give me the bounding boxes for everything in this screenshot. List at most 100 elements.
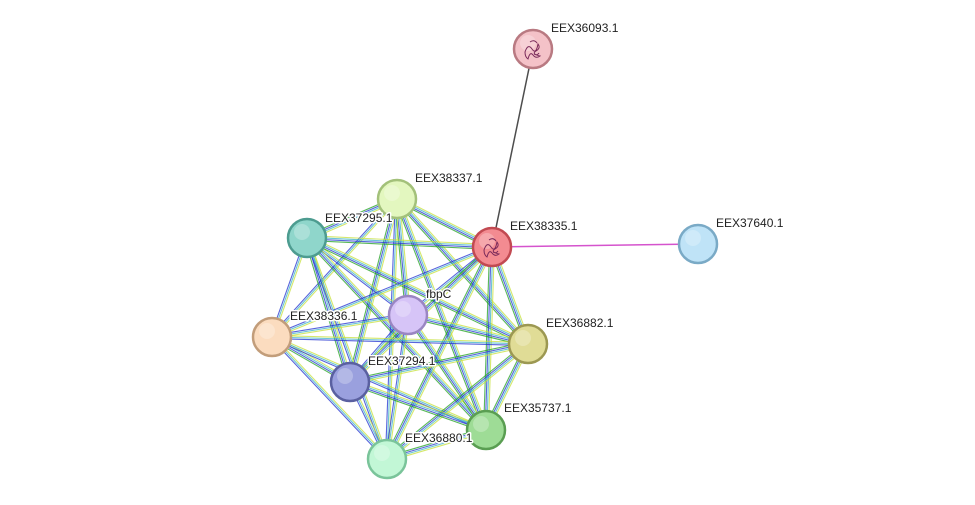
edge-line-textmining — [398, 197, 489, 430]
edge-line-cooccurrence — [386, 342, 528, 459]
edge-line-neighborhood — [347, 198, 396, 382]
edge-line-database — [350, 380, 487, 430]
node-circle[interactable] — [251, 316, 293, 358]
node-highlight — [515, 330, 531, 346]
node-circle[interactable] — [677, 223, 719, 265]
edge-EEX36093.1-EEX38335.1[interactable] — [491, 48, 534, 248]
node-label: EEX38335.1 — [510, 219, 578, 233]
edge-line-database — [306, 237, 409, 316]
edge-line-database — [387, 344, 529, 461]
edge-line-textmining — [272, 316, 409, 340]
node-highlight — [479, 233, 495, 249]
edge-EEX38335.1-EEX37640.1[interactable] — [491, 243, 699, 248]
edge-line-neighborhood — [394, 199, 485, 432]
node-label: EEX37640.1 — [716, 216, 784, 230]
edge-EEX38336.1-EEX36880.1[interactable] — [270, 335, 389, 461]
edge-line-textmining — [388, 247, 495, 461]
edge-line-database — [271, 336, 388, 460]
edge-EEX37295.1-EEX36880.1[interactable] — [304, 237, 390, 460]
node-label: EEX37295.1 — [325, 211, 393, 225]
edge-line-database — [408, 313, 529, 344]
node-fbpC[interactable]: fbpC — [387, 286, 453, 336]
edge-EEX37295.1-EEX38335.1[interactable] — [306, 235, 493, 250]
edge-line-cooccurrence — [306, 238, 492, 249]
node-EEX38335.1[interactable]: EEX38335.1 — [471, 218, 579, 268]
edge-EEX36882.1-EEX36880.1[interactable] — [385, 341, 530, 462]
edge-line-textmining — [408, 312, 529, 343]
edge-line-cooccurrence — [349, 382, 486, 432]
node-circle[interactable] — [471, 226, 513, 268]
edge-EEX38335.1-EEX35737.1[interactable] — [483, 246, 495, 431]
edges-layer — [269, 48, 699, 462]
edge-line-database — [271, 336, 529, 345]
edge-EEX36882.1-EEX37294.1[interactable] — [349, 341, 529, 385]
edge-line-textmining — [307, 235, 493, 246]
node-highlight — [294, 224, 310, 240]
node-EEX36880.1[interactable]: EEX36880.1 — [366, 430, 474, 480]
node-EEX35737.1[interactable]: EEX35737.1 — [465, 400, 573, 451]
node-circle[interactable] — [507, 323, 549, 365]
edge-line-database — [350, 344, 529, 384]
edge-line-textmining — [350, 379, 487, 429]
edge-line-textmining — [388, 345, 530, 462]
edge-EEX37294.1-EEX35737.1[interactable] — [349, 379, 487, 433]
edge-line-neighborhood — [405, 316, 485, 432]
node-label: EEX38337.1 — [415, 171, 483, 185]
node-circle[interactable] — [387, 294, 429, 336]
edge-line-cooccurrence — [271, 312, 408, 336]
edge-line-neighborhood — [349, 383, 486, 433]
edge-line-textmining — [272, 335, 389, 459]
edge-line-textmining — [272, 334, 529, 343]
edge-EEX38335.1-EEX38336.1[interactable] — [271, 245, 493, 339]
node-highlight — [337, 368, 353, 384]
edge-line-textmining — [350, 345, 529, 385]
edge-line-database — [486, 247, 494, 431]
edge-line-database — [307, 237, 352, 382]
node-EEX38336.1[interactable]: EEX38336.1 — [251, 308, 359, 358]
node-circle[interactable] — [512, 28, 554, 70]
node-circle[interactable] — [286, 217, 328, 259]
node-highlight — [395, 301, 411, 317]
edge-line-database — [387, 247, 494, 460]
node-circle[interactable] — [366, 438, 408, 480]
node-label: EEX36882.1 — [546, 316, 614, 330]
edge-line-coexpression — [491, 48, 534, 248]
edge-fbpC-EEX38336.1[interactable] — [271, 312, 409, 340]
edge-line-neighborhood — [349, 341, 528, 381]
edge-line-cooccurrence — [406, 315, 486, 431]
edge-line-cooccurrence — [305, 238, 350, 383]
node-highlight — [384, 185, 400, 201]
node-EEX36882.1[interactable]: EEX36882.1 — [507, 315, 615, 365]
node-EEX37294.1[interactable]: EEX37294.1 — [329, 353, 437, 403]
node-circle[interactable] — [329, 361, 371, 403]
node-circle[interactable] — [376, 178, 418, 220]
node-EEX38337.1[interactable]: EEX38337.1 — [376, 170, 484, 220]
edge-line-cooccurrence — [385, 246, 492, 459]
edge-line-database — [386, 198, 398, 460]
edge-line-neighborhood — [385, 341, 527, 458]
node-label: EEX35737.1 — [504, 401, 572, 415]
edge-line-cooccurrence — [484, 246, 492, 430]
edge-EEX38335.1-EEX36880.1[interactable] — [384, 245, 495, 461]
node-EEX36093.1[interactable]: EEX36093.1 — [512, 20, 620, 70]
edge-EEX38336.1-EEX36882.1[interactable] — [271, 334, 529, 347]
edge-line-cooccurrence — [270, 337, 387, 461]
node-highlight — [259, 323, 275, 339]
edge-line-textmining — [307, 237, 390, 459]
edge-line-cooccurrence — [407, 315, 528, 346]
node-highlight — [685, 230, 701, 246]
edge-fbpC-EEX35737.1[interactable] — [405, 313, 489, 432]
edge-line-textmining — [272, 199, 399, 339]
node-circle[interactable] — [465, 409, 507, 451]
node-highlight — [520, 35, 536, 51]
node-EEX37640.1[interactable]: EEX37640.1 — [677, 215, 785, 265]
edge-line-textmining — [272, 335, 487, 430]
edge-line-neighborhood — [306, 239, 492, 250]
node-highlight — [374, 445, 390, 461]
edge-line-database — [306, 237, 388, 460]
edge-line-neighborhood — [304, 238, 349, 383]
node-label: EEX36880.1 — [405, 431, 473, 445]
node-EEX37295.1[interactable]: EEX37295.1 — [286, 210, 394, 259]
